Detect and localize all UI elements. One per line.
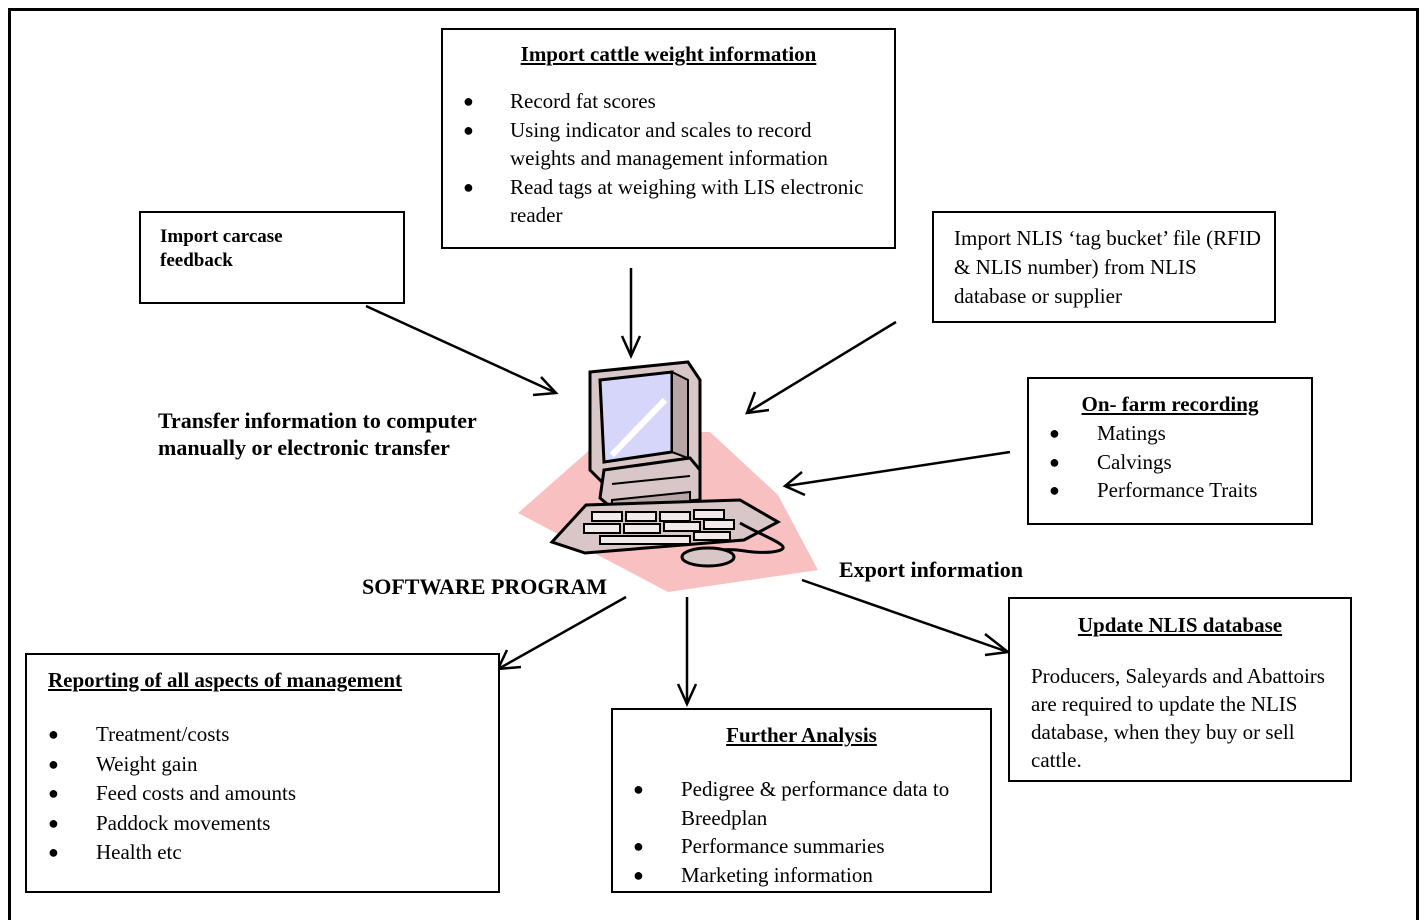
import-weight-box: Import cattle weight information ●Record… — [441, 28, 896, 249]
list-item: ●Matings — [1049, 421, 1166, 445]
onfarm-title: On- farm recording — [1081, 392, 1259, 416]
onfarm-box: On- farm recording ●Matings ●Calvings ●P… — [1027, 377, 1313, 525]
list-item: ●Health etc — [48, 840, 182, 864]
import-carcase-text: Import carcase feedback — [160, 226, 283, 271]
reporting-title: Reporting of all aspects of management — [48, 668, 403, 692]
list-item: ●Paddock movements — [48, 810, 271, 835]
import-nlis-text: Import NLIS ‘tag bucket’ file (RFID & NL… — [954, 226, 1261, 308]
transfer-label: Transfer information to computer manuall… — [158, 408, 477, 460]
list-item: ●Calvings — [1049, 449, 1172, 474]
diagram-frame — [8, 8, 1419, 920]
arrow-carcase-to-computer — [365, 304, 555, 394]
arrow-computer-to-reporting — [499, 595, 627, 670]
list-item: ●Pedigree & performance data to Breedpla… — [633, 777, 950, 830]
import-weight-title: Import cattle weight information — [520, 42, 817, 66]
update-nlis-title: Update NLIS database — [1077, 613, 1283, 637]
reporting-box: Reporting of all aspects of management ●… — [25, 653, 500, 893]
list-item: ●Marketing information — [633, 862, 873, 887]
list-item: ●Read tags at weighing with LIS electron… — [463, 174, 864, 228]
update-nlis-text: Producers, Saleyards and Abattoirs are r… — [1031, 664, 1325, 772]
list-item: ●Weight gain — [48, 751, 198, 776]
software-program-label: SOFTWARE PROGRAM — [362, 574, 608, 599]
further-analysis-box: Further Analysis ●Pedigree & performance… — [611, 708, 992, 893]
list-item: ●Treatment/costs — [48, 722, 230, 746]
export-information-label: Export information — [839, 557, 1023, 582]
import-carcase-box: Import carcase feedback — [139, 211, 405, 304]
list-item: ●Using indicator and scales to record we… — [463, 117, 828, 171]
mouse — [680, 546, 736, 568]
list-item: ●Feed costs and amounts — [48, 781, 297, 805]
list-item: ●Record fat scores — [463, 89, 656, 113]
arrow-onfarm-to-computer — [785, 450, 1011, 488]
arrow-nlis-to-computer — [747, 320, 897, 414]
import-nlis-box: Import NLIS ‘tag bucket’ file (RFID & NL… — [932, 211, 1276, 323]
update-nlis-box: Update NLIS database Producers, Saleyard… — [1008, 597, 1352, 782]
arrow-computer-to-nlis-update — [801, 578, 1009, 654]
further-analysis-title: Further Analysis — [726, 723, 877, 747]
list-item: ●Performance summaries — [633, 834, 885, 858]
list-item: ●Performance Traits — [1049, 478, 1258, 502]
